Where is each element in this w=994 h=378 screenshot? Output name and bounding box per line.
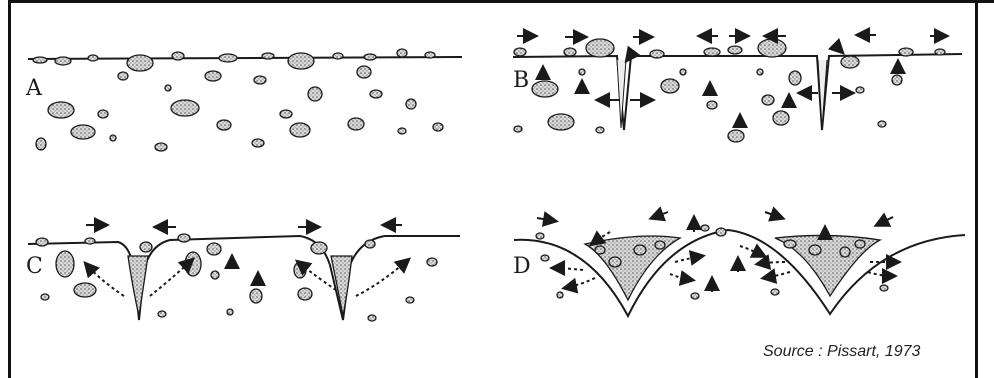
- panel-d-drawing: [514, 212, 965, 316]
- panel-c-label: C: [26, 254, 43, 279]
- panel-a-label: A: [26, 76, 42, 101]
- source-caption: Source : Pissart, 1973: [763, 343, 920, 361]
- panel-b-label: B: [513, 68, 529, 93]
- panel-d-label: D: [513, 254, 531, 279]
- panel-c-drawing: [28, 225, 460, 321]
- panel-a-drawing: [28, 49, 462, 151]
- panel-b-drawing: [513, 35, 962, 142]
